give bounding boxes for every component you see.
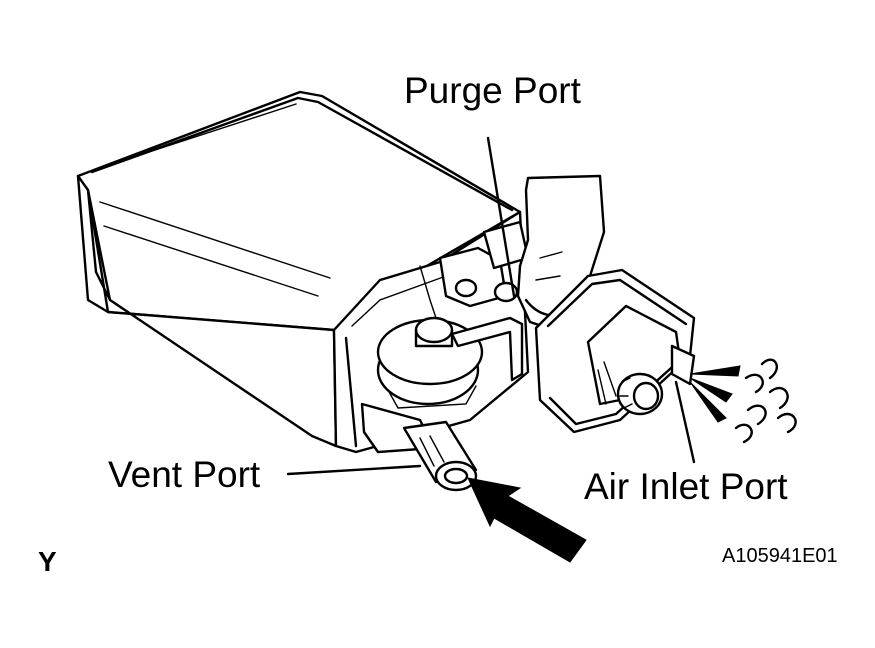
- vent-port-label: Vent Port: [108, 454, 261, 495]
- figure-id: A105941E01: [722, 545, 838, 567]
- air-inlet-housing: [534, 268, 696, 434]
- canister-body: [76, 90, 530, 454]
- purge-port-label: Purge Port: [404, 70, 581, 111]
- canister-valve: [376, 316, 524, 409]
- vent-port-tube: [360, 402, 478, 492]
- air-inlet-port-label: Air Inlet Port: [584, 466, 788, 507]
- view-mark: Y: [38, 546, 57, 577]
- airflow-arrow: [467, 477, 587, 563]
- leader-lines: [286, 136, 696, 476]
- air-flow-burst: [689, 358, 797, 444]
